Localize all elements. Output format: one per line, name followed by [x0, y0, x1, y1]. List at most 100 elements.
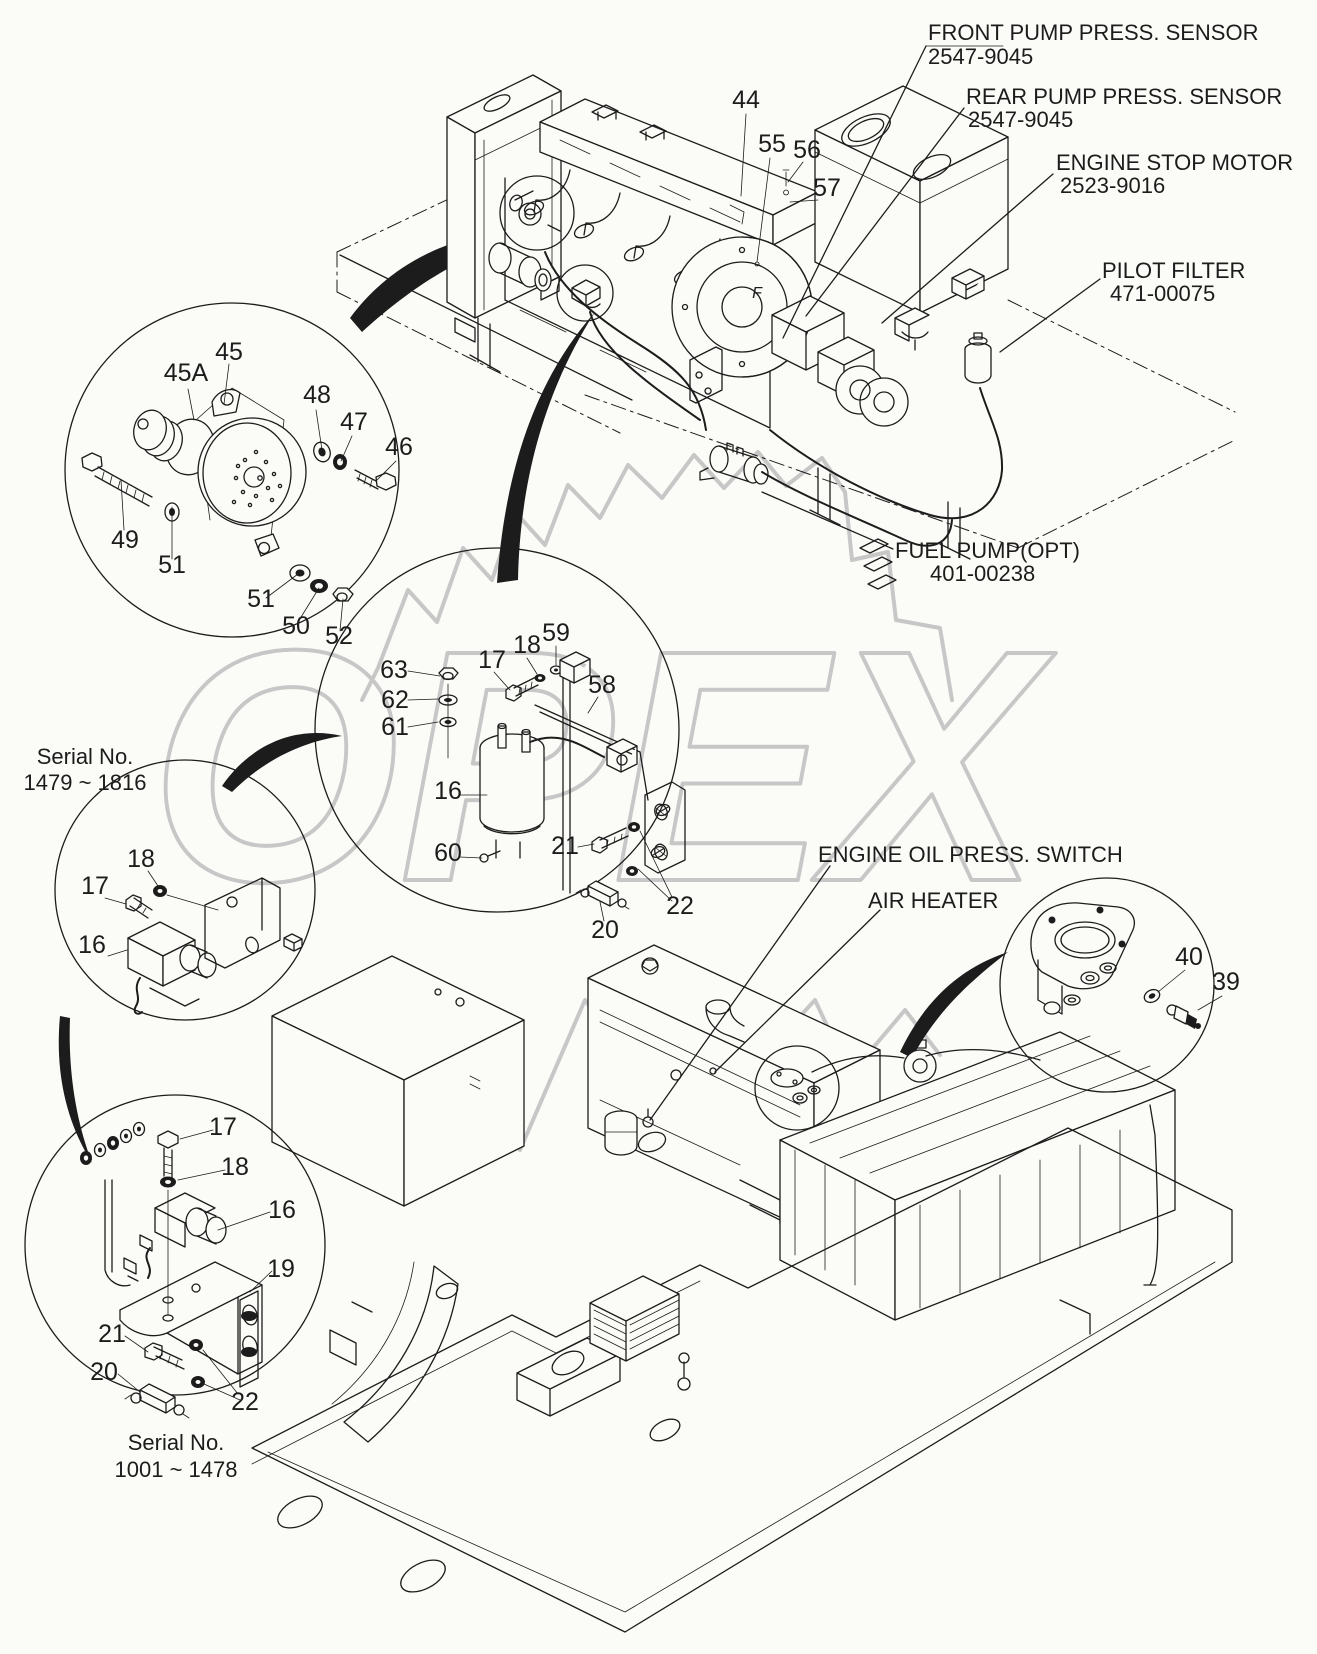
callout-46: 46 [385, 433, 413, 461]
bracket-upper [204, 877, 303, 969]
radiator-top [446, 74, 562, 343]
stud-20-lower [124, 1383, 190, 1419]
washer-18-lower [160, 1176, 176, 1188]
callout-20-mid: 20 [591, 916, 619, 944]
engine-mount-plate [689, 346, 723, 404]
air-heater-location-circle [709, 1045, 840, 1131]
callout-55: 55 [758, 130, 786, 158]
callout-52: 52 [325, 622, 353, 650]
callout-58: 58 [588, 671, 616, 699]
leader-lines-alternator [120, 363, 397, 632]
detail-serial-upper [54, 759, 316, 1021]
callout-49: 49 [111, 526, 139, 554]
washer-18-upper [153, 885, 167, 897]
washer-18-mid [534, 674, 546, 682]
label-front-pump-sensor: FRONT PUMP PRESS. SENSOR [928, 20, 1258, 45]
sensor-39 [1166, 1004, 1201, 1029]
callout-16-upper: 16 [78, 931, 106, 959]
alternator-location-circle [499, 175, 575, 251]
washer-51-lower [289, 564, 311, 582]
callout-47: 47 [340, 408, 368, 436]
callout-51a: 51 [158, 551, 186, 579]
callout-39: 39 [1212, 968, 1240, 996]
pilot-filter-part [964, 332, 992, 384]
swoosh-serial-lower [58, 1016, 92, 1163]
callout-19: 19 [267, 1255, 295, 1283]
callout-18-lower: 18 [221, 1153, 249, 1181]
callout-16-mid: 16 [434, 777, 462, 805]
water-pump-pulley [488, 242, 552, 292]
stop-motor-bracket [894, 307, 930, 351]
bolt-21-lower [144, 1342, 185, 1370]
detail-stop-motor [314, 547, 686, 922]
callout-44: 44 [732, 86, 760, 114]
label-fuel-pump-partno: 401-00238 [930, 561, 1035, 586]
solenoid-16-lower [139, 1192, 227, 1279]
frame-rails [336, 195, 1236, 560]
washer-40 [1143, 988, 1161, 1004]
label-rear-pump-sensor: REAR PUMP PRESS. SENSOR [966, 84, 1282, 109]
leader-lines-serial-upper [104, 870, 219, 957]
label-front-pump-sensor-partno: 2547-9045 [928, 44, 1033, 69]
filter-head [1030, 902, 1135, 1015]
bolt-17-lower [157, 1130, 179, 1179]
label-serial-upper-title: Serial No. [37, 744, 134, 769]
washer-48 [313, 441, 331, 463]
callout-17-lower: 17 [209, 1113, 237, 1141]
nut-52 [332, 587, 354, 602]
label-serial-upper-range: 1479 ~ 1816 [24, 770, 147, 795]
solenoid-16-upper [127, 921, 217, 1015]
callout-60: 60 [434, 839, 462, 867]
bracket-58 [534, 651, 686, 894]
callout-51b: 51 [247, 585, 275, 613]
bolt-17-mid [505, 676, 539, 702]
callout-17-mid: 17 [478, 646, 506, 674]
stop-motor-location-circle [556, 264, 614, 322]
relay-box [951, 268, 985, 300]
callout-62: 62 [381, 686, 409, 714]
callout-21-lower: 21 [98, 1320, 126, 1348]
radiator-bottom [779, 1031, 1176, 1335]
detail-alternator [64, 302, 400, 638]
label-rear-pump-sensor-partno: 2547-9045 [968, 107, 1073, 132]
callout-21-mid: 21 [551, 832, 579, 860]
callout-22-mid: 22 [666, 892, 694, 920]
leader-lines-stop-motor [407, 645, 673, 922]
callout-17-upper: 17 [81, 872, 109, 900]
callout-63: 63 [380, 656, 408, 684]
engine-assembly-top: F [336, 74, 1236, 590]
callout-18-mid: 18 [513, 631, 541, 659]
leader-lines-serial-lower [117, 1129, 273, 1401]
detail-serial-lower [24, 1094, 326, 1419]
bolt-17-upper [125, 894, 153, 919]
bracket-19 [119, 1261, 263, 1375]
nut-63 [438, 667, 459, 681]
label-engine-stop-motor: ENGINE STOP MOTOR [1056, 150, 1293, 175]
callout-59: 59 [542, 619, 570, 647]
label-serial-lower-title: Serial No. [128, 1430, 225, 1455]
label-pilot-filter-partno: 471-00075 [1110, 281, 1215, 306]
text-labels: FRONT PUMP PRESS. SENSOR 2547-9045 REAR … [24, 20, 1294, 1482]
label-pilot-filter: PILOT FILTER [1102, 258, 1245, 283]
stud-20-mid [575, 880, 630, 910]
left-box [271, 955, 525, 1207]
hydraulic-pump [771, 295, 909, 427]
callout-57: 57 [813, 174, 841, 202]
air-cleaner [811, 1039, 937, 1083]
label-serial-lower-range: 1001 ~ 1478 [115, 1457, 238, 1482]
flywheel-mark: F [752, 285, 763, 302]
callout-18-upper: 18 [127, 845, 155, 873]
callout-numbers: 44 55 56 57 45 45A 48 47 46 49 51 51 50 … [78, 86, 1240, 1416]
alternator-part [133, 387, 307, 557]
washers-22-lower [189, 1339, 205, 1388]
callout-50: 50 [282, 612, 310, 640]
main-frame-deck [239, 1127, 1233, 1633]
fuel-pump-part [699, 442, 769, 485]
washer-cluster [80, 1121, 146, 1287]
callout-45A: 45A [164, 359, 209, 387]
bolt-46 [354, 469, 397, 491]
watermark-gear [360, 450, 954, 702]
callout-22-lower: 22 [231, 1388, 259, 1416]
